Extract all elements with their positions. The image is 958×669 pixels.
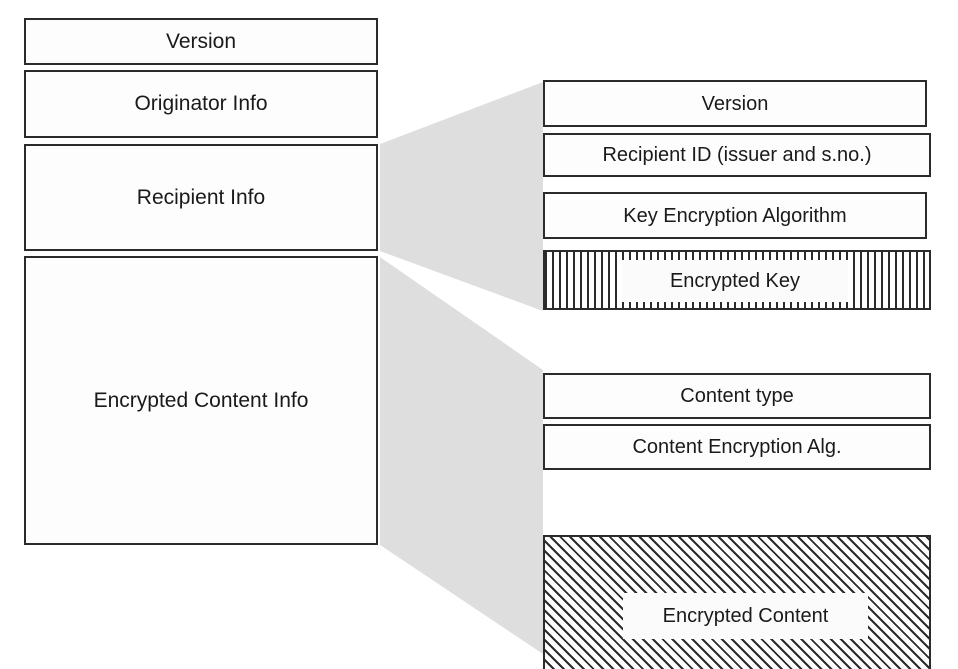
left-block-recipient-info-label: Recipient Info bbox=[136, 185, 266, 209]
left-block-encrypted-content-info-label: Encrypted Content Info bbox=[93, 388, 309, 412]
right-block-content-encryption-alg[interactable]: Content Encryption Alg. bbox=[543, 424, 931, 470]
right-block-recipient-id[interactable]: Recipient ID (issuer and s.no.) bbox=[543, 133, 931, 177]
connector-recipient-info-shape bbox=[380, 82, 543, 311]
right-block-version[interactable]: Version bbox=[543, 80, 927, 127]
right-block-encrypted-content-label: Encrypted Content bbox=[662, 605, 829, 627]
right-block-encrypted-key-label-plate: Encrypted Key bbox=[622, 260, 848, 302]
right-block-version-label: Version bbox=[701, 92, 769, 115]
left-block-encrypted-content-info[interactable]: Encrypted Content Info bbox=[24, 256, 378, 545]
right-block-key-encryption-algorithm-label: Key Encryption Algorithm bbox=[623, 204, 847, 227]
right-block-content-type[interactable]: Content type bbox=[543, 373, 931, 419]
right-block-recipient-id-label: Recipient ID (issuer and s.no.) bbox=[602, 144, 872, 166]
right-block-content-encryption-alg-label: Content Encryption Alg. bbox=[632, 436, 842, 458]
right-block-key-encryption-algorithm[interactable]: Key Encryption Algorithm bbox=[543, 192, 927, 239]
right-block-encrypted-key[interactable]: Encrypted Key bbox=[543, 250, 931, 310]
left-block-recipient-info[interactable]: Recipient Info bbox=[24, 144, 378, 251]
left-block-version[interactable]: Version bbox=[24, 18, 378, 65]
right-block-encrypted-content[interactable]: Encrypted Content bbox=[543, 535, 931, 669]
right-block-content-type-label: Content type bbox=[680, 385, 794, 407]
left-block-version-label: Version bbox=[165, 29, 237, 53]
left-block-originator-info-label: Originator Info bbox=[134, 92, 268, 116]
connector-encrypted-content-info-shape bbox=[380, 257, 543, 654]
right-block-encrypted-content-label-plate: Encrypted Content bbox=[623, 593, 868, 639]
right-block-encrypted-key-label: Encrypted Key bbox=[669, 270, 801, 292]
left-block-originator-info[interactable]: Originator Info bbox=[24, 70, 378, 138]
